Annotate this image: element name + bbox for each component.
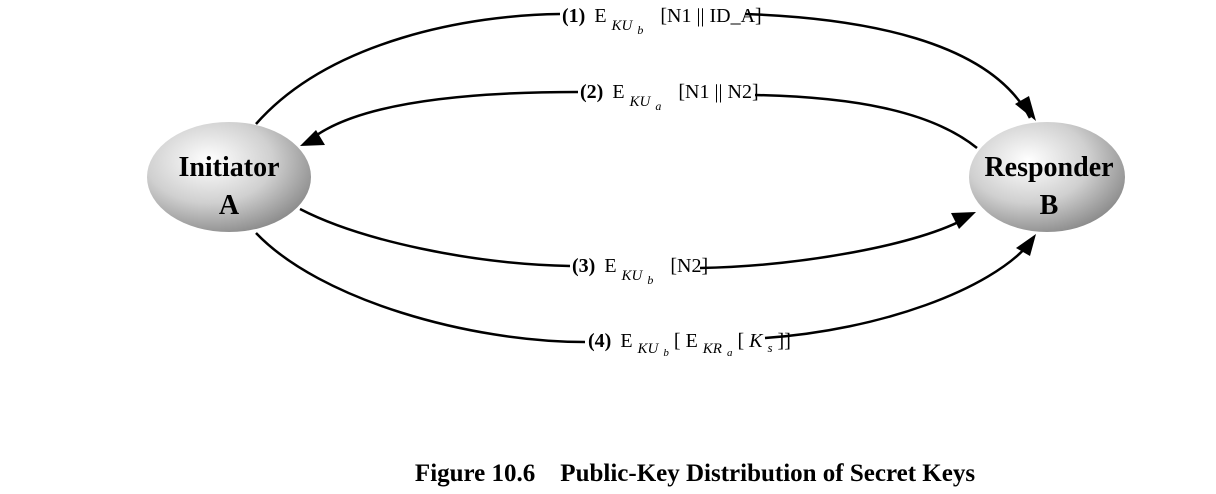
msg-4-encrypt: E — [620, 330, 632, 352]
msg-3-key-sub: b — [647, 273, 653, 287]
msg-2-payload: [N1 || N2] — [678, 81, 758, 103]
msg-3-encrypt: E — [604, 255, 616, 277]
msg-4-inner-key-sub: a — [727, 347, 733, 359]
msg-4-inner-payload-sub: s — [767, 340, 772, 355]
msg-1-key: KU — [611, 18, 634, 34]
svg-text:(2) E KU a: (2) E KU a [N1 || N2] — [580, 81, 759, 115]
arrowhead-msg-3 — [951, 212, 976, 229]
arrow-msg-4 — [255, 232, 1031, 344]
msg-2-key: KU — [629, 94, 652, 110]
message-4-label: (4) E KU b [ E KR a [ K s ]] — [588, 330, 791, 361]
msg-1-payload: [N1 || ID_A] — [660, 5, 761, 27]
msg-2-key-sub: a — [655, 99, 661, 113]
msg-4-number: (4) — [588, 330, 611, 352]
responder-id: B — [1040, 190, 1059, 221]
msg-3-payload: [N2] — [670, 255, 708, 277]
initiator-node: Initiator A — [147, 122, 311, 232]
msg-2-number: (2) — [580, 81, 603, 103]
arrow-msg-3 — [299, 207, 969, 270]
msg-3-number: (3) — [572, 255, 595, 277]
arrowhead-msg-2 — [300, 130, 325, 146]
msg-1-number: (1) — [562, 5, 585, 27]
arrow-msg-1 — [255, 12, 1032, 125]
initiator-id: A — [219, 190, 240, 221]
msg-1-key-sub: b — [637, 23, 643, 37]
msg-4-key: KU — [637, 341, 660, 357]
svg-text:(1) E KU b: (1) E KU b [N1 || ID_A] — [562, 5, 762, 39]
message-3-label: (3) E KU b [N2] — [572, 255, 708, 289]
message-2-label: (2) E KU a [N1 || N2] — [580, 81, 759, 115]
arrow-msg-2 — [309, 90, 978, 149]
svg-text:(3) E KU b: (3) E KU b [N2] — [572, 255, 708, 289]
arrowhead-msg-1 — [1015, 96, 1036, 121]
msg-4-inner-payload: K — [748, 330, 764, 352]
msg-4-inner-encrypt: E — [686, 330, 698, 352]
figure-title: Public-Key Distribution of Secret Keys — [560, 460, 976, 487]
message-1-label: (1) E KU b [N1 || ID_A] — [562, 5, 762, 39]
msg-1-encrypt: E — [594, 5, 606, 27]
initiator-label: Initiator — [178, 152, 279, 183]
msg-3-key: KU — [621, 268, 644, 284]
responder-node: Responder B — [969, 122, 1125, 232]
msg-4-inner-key: KR — [702, 341, 722, 357]
msg-4-key-sub: b — [663, 347, 669, 359]
svg-text:(4) E KU b: (4) E KU b [ E KR a [ K s ]] — [588, 330, 791, 361]
figure-number: Figure 10.6 — [414, 460, 536, 487]
responder-label: Responder — [984, 152, 1113, 183]
figure-caption: Figure 10.6 Public-Key Distribution of S… — [0, 460, 1216, 488]
arrowhead-msg-4 — [1016, 234, 1036, 256]
msg-2-encrypt: E — [612, 81, 624, 103]
